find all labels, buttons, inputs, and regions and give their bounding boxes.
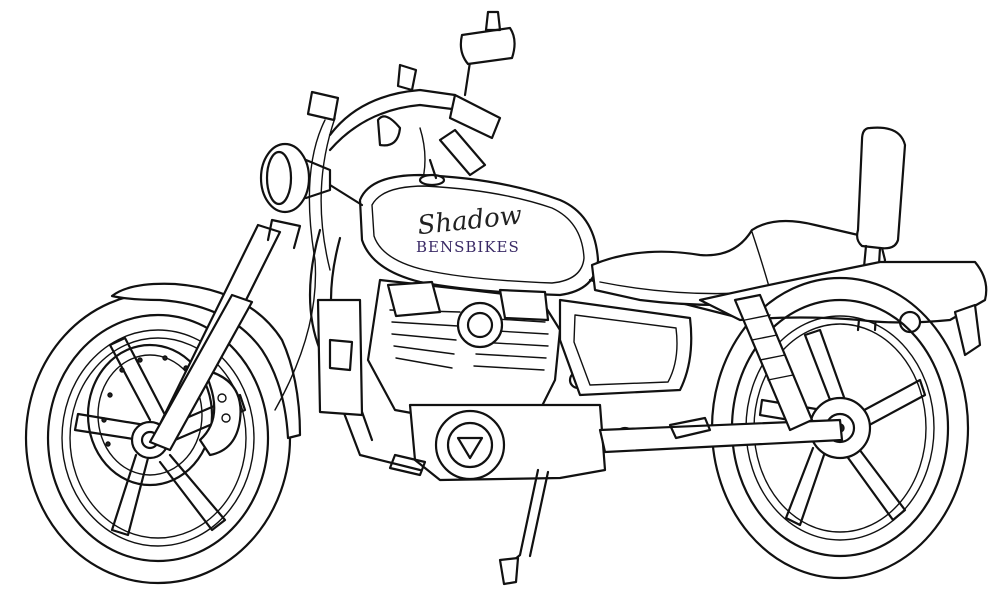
watermark-label: BENSBIKES [416, 238, 520, 256]
air-cleaner [456, 301, 504, 349]
mirror [459, 26, 516, 66]
right-grip [448, 93, 502, 140]
v-twin-engine [366, 278, 637, 482]
left-grip [438, 128, 487, 177]
rear-shock [733, 293, 814, 432]
engine-cover [434, 409, 506, 481]
headlight-mount [306, 90, 340, 122]
front-fork [148, 218, 302, 452]
front-fender [110, 282, 302, 440]
kickstand [498, 468, 550, 586]
swingarm [598, 293, 844, 454]
handlebar-assembly [274, 10, 516, 411]
radiator [316, 298, 364, 417]
foot-peg [388, 453, 427, 477]
fuel-cap [418, 173, 446, 187]
headlight [259, 142, 332, 214]
rear-foot-peg [668, 416, 712, 440]
fuel-tank: Shadow BENSBIKES [358, 158, 600, 297]
tail-light [953, 303, 982, 357]
side-cover [558, 298, 693, 397]
front-brake-caliper [198, 368, 242, 457]
front-brake-disc [86, 343, 214, 487]
